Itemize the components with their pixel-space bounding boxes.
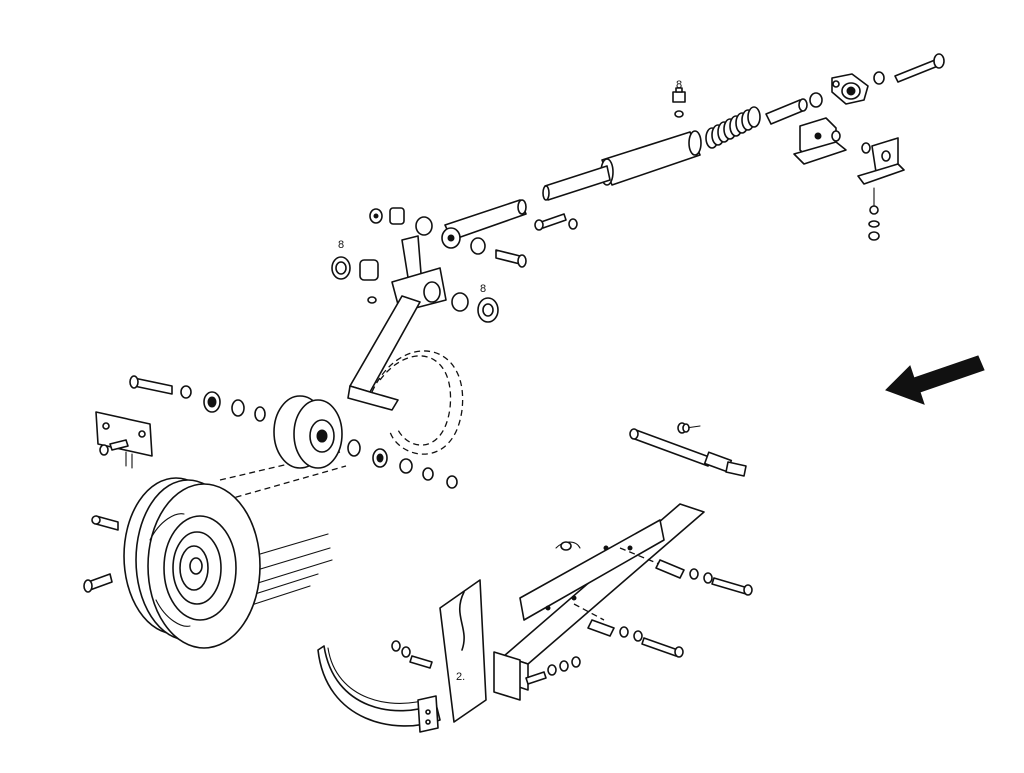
grease-nipple — [682, 423, 690, 433]
bushing-mark-right: 8 — [480, 283, 486, 295]
arrow-left-down-icon — [885, 355, 985, 405]
frame-bracket — [493, 503, 705, 701]
bushing-mark-left: 8 — [338, 239, 344, 251]
angle-bracket-right — [857, 137, 905, 241]
washer — [831, 130, 841, 142]
mounting-plate-left — [95, 411, 153, 469]
set-screw — [83, 573, 113, 593]
washer — [873, 71, 885, 85]
plate-number-label: 2. — [456, 671, 465, 683]
grease-fitting-top: 8 — [672, 79, 686, 118]
top-fitting-mark: 8 — [676, 79, 682, 91]
tie-rod — [629, 422, 747, 477]
frame-pin-lower — [587, 619, 684, 658]
pulley-key — [91, 515, 119, 531]
pulley-highlighted — [123, 477, 333, 649]
bracket-block — [793, 117, 847, 165]
bolt-group-plate — [391, 640, 433, 669]
tension-arm — [349, 295, 421, 393]
idler-pulley-assembly — [129, 375, 458, 489]
flange-bearing — [831, 73, 869, 105]
vertical-plate: 2. — [439, 579, 487, 723]
curved-guard — [317, 645, 441, 733]
washer — [809, 92, 823, 108]
bolt-group-bottom — [525, 656, 581, 685]
cylinder-housing — [542, 130, 702, 201]
long-bolt-top — [894, 53, 945, 83]
arm-assembly: 8 8 — [331, 199, 527, 411]
top-shaft-assembly: 8 — [534, 53, 945, 241]
frame-pin-upper — [655, 559, 753, 596]
shaft-bolt — [534, 213, 578, 231]
idler-bolt — [133, 377, 173, 395]
spring — [705, 106, 761, 149]
